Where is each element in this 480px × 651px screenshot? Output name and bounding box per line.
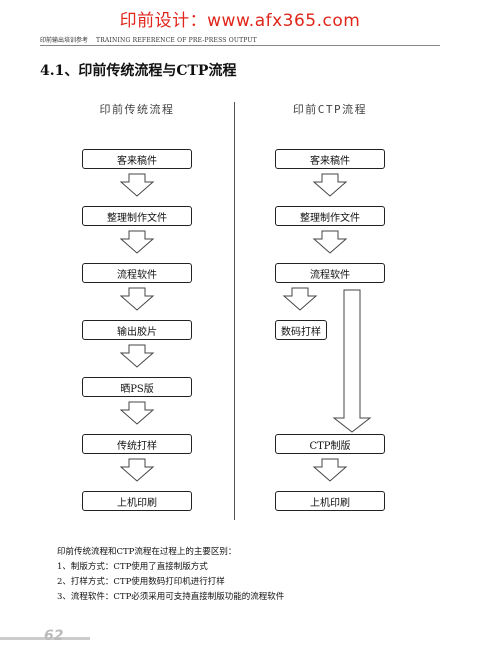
notes-item-1: 1、制版方式：CTP使用了直接制版方式 <box>57 562 208 572</box>
notes-item-3: 3、流程软件：CTP必须采用可支持直接制版功能的流程软件 <box>57 592 285 602</box>
right-column-heading: 印前CTP流程 <box>292 103 368 116</box>
left-arrow-6 <box>120 458 154 482</box>
left-arrow-2 <box>120 230 154 254</box>
left-arrow-5 <box>120 401 154 425</box>
column-divider <box>234 102 235 520</box>
differences-notes: 印前传统流程和CTP流程在过程上的主要区别： 1、制版方式：CTP使用了直接制版… <box>57 545 284 605</box>
header-rule <box>40 45 440 46</box>
left-step-4: 输出胶片 <box>82 320 192 340</box>
notes-intro: 印前传统流程和CTP流程在过程上的主要区别： <box>57 547 237 557</box>
left-step-1: 客来稿件 <box>82 149 192 169</box>
right-plate-step: CTP制版 <box>275 434 385 454</box>
right-step-1: 客来稿件 <box>275 149 385 169</box>
header-en: TRAINING REFERENCE OF PRE-PRESS OUTPUT <box>96 37 257 44</box>
right-step-3: 流程软件 <box>275 263 385 283</box>
right-long-arrow <box>332 289 372 433</box>
right-step-2: 整理制作文件 <box>275 206 385 226</box>
right-arrow-to-proof <box>283 287 317 311</box>
footer-rule <box>0 637 90 640</box>
page-number: 62 <box>44 628 64 644</box>
left-arrow-1 <box>120 173 154 197</box>
right-proof-step: 数码打样 <box>275 320 327 340</box>
left-arrow-4 <box>120 344 154 368</box>
left-step-7: 上机印刷 <box>82 491 192 511</box>
right-arrow-final <box>313 458 347 482</box>
left-column-heading: 印前传统流程 <box>99 103 175 116</box>
left-step-2: 整理制作文件 <box>82 206 192 226</box>
watermark-text: 印前设计：www.afx365.com <box>119 11 361 31</box>
header-cn: 印前输出培训参考 <box>40 37 89 44</box>
right-final-step: 上机印刷 <box>275 491 385 511</box>
running-header: 印前输出培训参考 TRAINING REFERENCE OF PRE-PRESS … <box>40 35 257 44</box>
right-arrow-2 <box>313 230 347 254</box>
notes-item-2: 2、打样方式：CTP使用数码打印机进行打样 <box>57 577 225 587</box>
left-arrow-3 <box>120 287 154 311</box>
left-step-6: 传统打样 <box>82 434 192 454</box>
left-step-5: 晒PS版 <box>82 377 192 397</box>
right-arrow-1 <box>313 173 347 197</box>
section-title: 4.1、印前传统流程与CTP流程 <box>40 63 237 79</box>
left-step-3: 流程软件 <box>82 263 192 283</box>
